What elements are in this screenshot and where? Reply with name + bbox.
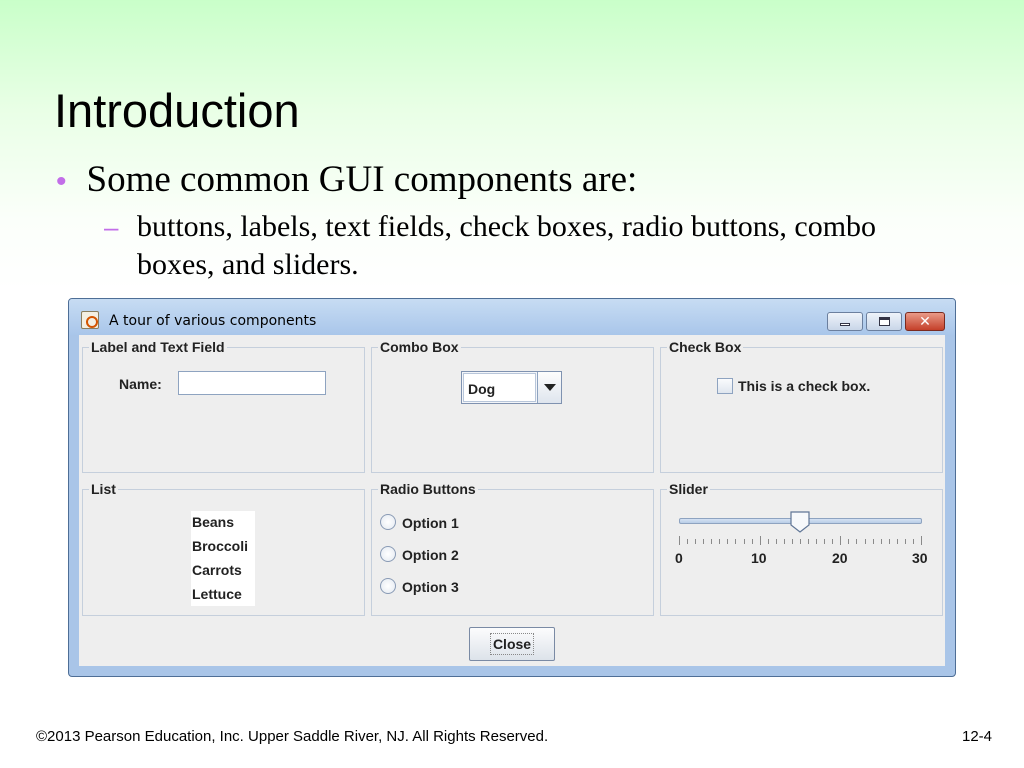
sub-bullet-item: – buttons, labels, text fields, check bo… bbox=[104, 208, 904, 284]
list-item[interactable]: Beans bbox=[192, 514, 235, 530]
checkbox-label[interactable]: This is a check box. bbox=[738, 378, 871, 394]
app-window: A tour of various components ✕ Label and… bbox=[68, 298, 956, 677]
slider-tick bbox=[840, 536, 842, 545]
panel-check-box: Check Box This is a check box. bbox=[660, 339, 943, 473]
sample-checkbox[interactable] bbox=[717, 378, 733, 394]
window-title: A tour of various components bbox=[109, 313, 317, 329]
slider-label-30: 30 bbox=[912, 550, 928, 566]
animal-combo-box[interactable]: Dog bbox=[461, 371, 562, 404]
window-titlebar[interactable]: A tour of various components ✕ bbox=[69, 299, 955, 335]
slider-tick bbox=[727, 539, 729, 544]
slider-tick bbox=[816, 539, 818, 544]
panel-title: List bbox=[89, 481, 118, 497]
slider-tick bbox=[824, 539, 826, 544]
slider-thumb[interactable] bbox=[790, 511, 810, 533]
slider-tick bbox=[759, 536, 761, 545]
list-item[interactable]: Broccoli bbox=[192, 538, 249, 554]
panel-list: List Beans Broccoli Carrots Lettuce bbox=[82, 481, 365, 616]
slider-label-0: 0 bbox=[675, 550, 683, 566]
slider-tick bbox=[848, 539, 850, 544]
vegetable-list[interactable]: Beans Broccoli Carrots Lettuce bbox=[191, 511, 255, 606]
panel-title: Slider bbox=[667, 481, 710, 497]
maximize-button[interactable] bbox=[866, 312, 902, 331]
slider-tick bbox=[687, 539, 689, 544]
window-content: Label and Text Field Name: Combo Box Dog… bbox=[79, 335, 945, 666]
chevron-down-icon[interactable] bbox=[537, 372, 561, 403]
slide-title: Introduction bbox=[54, 84, 300, 137]
slider-tick bbox=[711, 539, 713, 544]
slider-tick bbox=[800, 539, 801, 544]
slider-tick bbox=[679, 536, 680, 545]
panel-title: Label and Text Field bbox=[89, 339, 227, 355]
radio-label-3[interactable]: Option 3 bbox=[402, 579, 459, 595]
sub-bullet-text: buttons, labels, text fields, check boxe… bbox=[137, 210, 877, 281]
page-number: 12-4 bbox=[962, 728, 993, 745]
panel-slider: Slider 0 10 20 30 bbox=[660, 481, 943, 616]
slider-tick bbox=[904, 539, 906, 544]
bullet-marker: • bbox=[56, 165, 67, 198]
copyright-footer: ©2013 Pearson Education, Inc. Upper Sadd… bbox=[36, 728, 549, 745]
name-label: Name: bbox=[119, 376, 162, 392]
slider-label-10: 10 bbox=[751, 550, 767, 566]
panel-title: Radio Buttons bbox=[378, 481, 478, 497]
java-cup-icon[interactable] bbox=[81, 311, 99, 329]
panel-radio-buttons: Radio Buttons Option 1 Option 2 Option 3 bbox=[371, 481, 654, 616]
slider-tick bbox=[808, 539, 810, 544]
bullet-item: • Some common GUI components are: bbox=[56, 158, 637, 201]
name-field[interactable] bbox=[178, 371, 326, 395]
panel-title: Combo Box bbox=[378, 339, 461, 355]
close-button-label: Close bbox=[489, 633, 535, 655]
slider-ticks bbox=[679, 536, 922, 548]
slider-tick bbox=[775, 539, 777, 544]
radio-option-1[interactable] bbox=[380, 514, 396, 530]
slider-tick bbox=[888, 539, 890, 544]
minimize-icon bbox=[840, 323, 850, 326]
radio-option-2[interactable] bbox=[380, 546, 396, 562]
radio-label-1[interactable]: Option 1 bbox=[402, 515, 459, 531]
slider-tick bbox=[783, 539, 785, 544]
slider-tick bbox=[864, 539, 866, 544]
slider-tick bbox=[735, 539, 737, 544]
combo-selected-value: Dog bbox=[463, 373, 536, 402]
bullet-text: Some common GUI components are: bbox=[86, 159, 638, 200]
sub-bullet-marker: – bbox=[104, 212, 119, 242]
slider-tick bbox=[751, 539, 753, 544]
slider-tick bbox=[832, 539, 834, 544]
slider-tick bbox=[872, 539, 874, 544]
slider-tick bbox=[695, 539, 697, 544]
radio-option-3[interactable] bbox=[380, 578, 396, 594]
slider-label-20: 20 bbox=[832, 550, 848, 566]
minimize-button[interactable] bbox=[827, 312, 863, 331]
radio-label-2[interactable]: Option 2 bbox=[402, 547, 459, 563]
slider-tick bbox=[896, 539, 898, 544]
slider-tick bbox=[912, 539, 914, 544]
slider-tick bbox=[719, 539, 721, 544]
slider-tick bbox=[767, 539, 769, 544]
list-item[interactable]: Lettuce bbox=[192, 586, 242, 602]
close-icon: ✕ bbox=[919, 313, 931, 330]
maximize-icon bbox=[878, 317, 890, 326]
list-item[interactable]: Carrots bbox=[192, 562, 242, 578]
slider-tick bbox=[856, 539, 858, 544]
slider-tick bbox=[703, 539, 705, 544]
slider-tick bbox=[791, 539, 793, 544]
slider-tick bbox=[880, 539, 882, 544]
close-button[interactable]: Close bbox=[469, 627, 555, 661]
slider-tick bbox=[743, 539, 745, 544]
window-close-button[interactable]: ✕ bbox=[905, 312, 945, 331]
slider-tick bbox=[921, 536, 922, 545]
panel-title: Check Box bbox=[667, 339, 744, 355]
panel-label-text-field: Label and Text Field Name: bbox=[82, 339, 365, 473]
panel-combo-box: Combo Box Dog bbox=[371, 339, 654, 473]
